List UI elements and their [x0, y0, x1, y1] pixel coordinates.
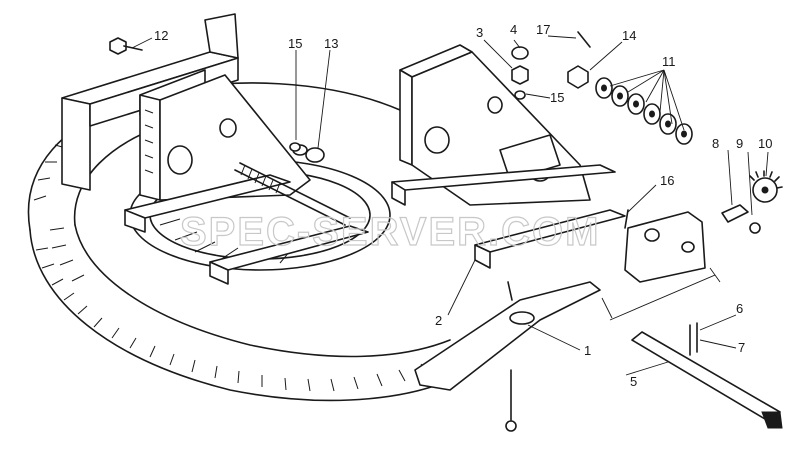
- watermark-text: SPEC-SERVER.COM: [180, 210, 600, 254]
- ratchet-parts: [721, 170, 783, 234]
- callout-16: 16: [660, 173, 674, 188]
- bolt-12: [109, 37, 143, 55]
- callout-4: 4: [510, 22, 517, 37]
- assembly-lines: [601, 267, 721, 321]
- callout-12: 12: [154, 28, 168, 43]
- right-bracket: [391, 44, 626, 269]
- left-bracket-assembly: [124, 69, 369, 285]
- hinge-bracket-16: [624, 209, 706, 283]
- callout-7: 7: [738, 340, 745, 355]
- callout-5: 5: [630, 374, 637, 389]
- washers-11: [595, 77, 693, 145]
- callout-14: 14: [622, 28, 636, 43]
- shaft-5: [631, 322, 783, 429]
- callout-9: 9: [736, 136, 743, 151]
- pin-lower: [505, 369, 517, 432]
- callout-3: 3: [476, 25, 483, 40]
- callout-11: 11: [662, 54, 676, 69]
- callout-labels: 2 1 3 4 5 6 7 8 9 10 11 12 13 14 15 15 1…: [154, 22, 772, 389]
- callout-15b: 15: [550, 90, 564, 105]
- callout-1: 1: [584, 343, 591, 358]
- callout-2: 2: [435, 313, 442, 328]
- callout-8: 8: [712, 136, 719, 151]
- spare-wheel-tire: [27, 82, 471, 402]
- callout-10: 10: [758, 136, 772, 151]
- callout-17: 17: [536, 22, 550, 37]
- callout-13: 13: [324, 36, 338, 51]
- callout-15a: 15: [288, 36, 302, 51]
- lever-1: [414, 281, 601, 391]
- callout-6: 6: [736, 301, 743, 316]
- leader-lines: [131, 35, 769, 376]
- small-fasteners: [289, 31, 591, 152]
